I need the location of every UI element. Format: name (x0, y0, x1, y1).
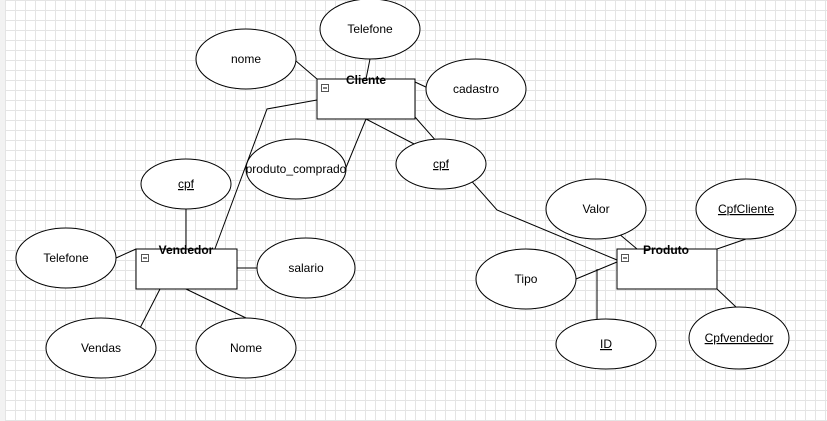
entity-vendedor[interactable]: Vendedor (135, 243, 238, 290)
attribute-label: cpf (178, 177, 195, 191)
attribute-produto-id[interactable]: ID (555, 318, 657, 370)
connector-vendedor-vendas[interactable] (139, 288, 161, 329)
attribute-label: produto_comprado (246, 162, 347, 176)
attribute-label: CpfCliente (718, 202, 774, 216)
attribute-label: cpf (433, 157, 450, 171)
connector-produto-cpfvendedor[interactable] (716, 288, 737, 308)
attribute-label: Valor (582, 202, 609, 216)
attribute-label: Nome (230, 341, 262, 355)
attribute-label: salario (288, 261, 324, 275)
connector-produto-cpfcliente[interactable] (716, 238, 747, 250)
connector-produto-valor[interactable] (617, 232, 638, 250)
entity-produto[interactable]: Produto (616, 243, 718, 290)
connector-cliente-telefone[interactable] (365, 58, 371, 80)
attribute-label: nome (231, 52, 261, 66)
attribute-produto-tipo[interactable]: Tipo (475, 248, 577, 310)
attribute-cliente-cadastro[interactable]: cadastro (425, 58, 527, 120)
attribute-label: Telefone (347, 22, 393, 36)
entity-label: Produto (643, 243, 689, 257)
attribute-vendedor-vendas[interactable]: Vendas (45, 317, 157, 379)
attribute-label: Telefone (43, 251, 89, 265)
entity-cliente[interactable]: Cliente (316, 73, 416, 120)
collapse-minus-icon[interactable] (321, 84, 329, 92)
attribute-cliente-nome[interactable]: nome (195, 28, 297, 90)
connector-cliente-cpf[interactable] (365, 118, 419, 147)
attribute-vendedor-telefone[interactable]: Telefone (15, 227, 117, 289)
connector-vendedor-nome[interactable] (185, 288, 247, 319)
canvas-left-border (0, 0, 5, 421)
attribute-vendedor-nome[interactable]: Nome (195, 317, 297, 379)
entity-label: Cliente (346, 73, 386, 87)
connector-cliente-produto-comprado[interactable] (344, 118, 367, 171)
attribute-label: ID (600, 337, 612, 351)
attribute-vendedor-cpf[interactable]: cpf (140, 158, 232, 210)
attribute-vendedor-salario[interactable]: salario (256, 237, 356, 299)
collapse-minus-icon[interactable] (141, 254, 149, 262)
entity-label: Vendedor (159, 243, 214, 257)
attribute-produto-cpfcliente[interactable]: CpfCliente (695, 178, 797, 240)
attribute-label: Vendas (81, 341, 121, 355)
connector-vendedor-telefone[interactable] (115, 248, 137, 259)
attribute-produto-cpfvendedor[interactable]: Cpfvendedor (688, 306, 790, 370)
collapse-minus-icon[interactable] (621, 254, 629, 262)
attribute-produto-comprado[interactable]: produto_comprado (245, 138, 347, 200)
connector-cliente-nome[interactable] (295, 60, 318, 80)
connector-cliente-vendedor[interactable] (212, 99, 318, 255)
attribute-label: cadastro (453, 82, 499, 96)
attribute-cliente-telefone[interactable]: Telefone (319, 0, 421, 60)
attribute-produto-valor[interactable]: Valor (545, 178, 647, 240)
attribute-label: Cpfvendedor (705, 331, 774, 345)
attribute-cliente-cpf[interactable]: cpf (395, 138, 487, 190)
attribute-label: Tipo (515, 272, 538, 286)
